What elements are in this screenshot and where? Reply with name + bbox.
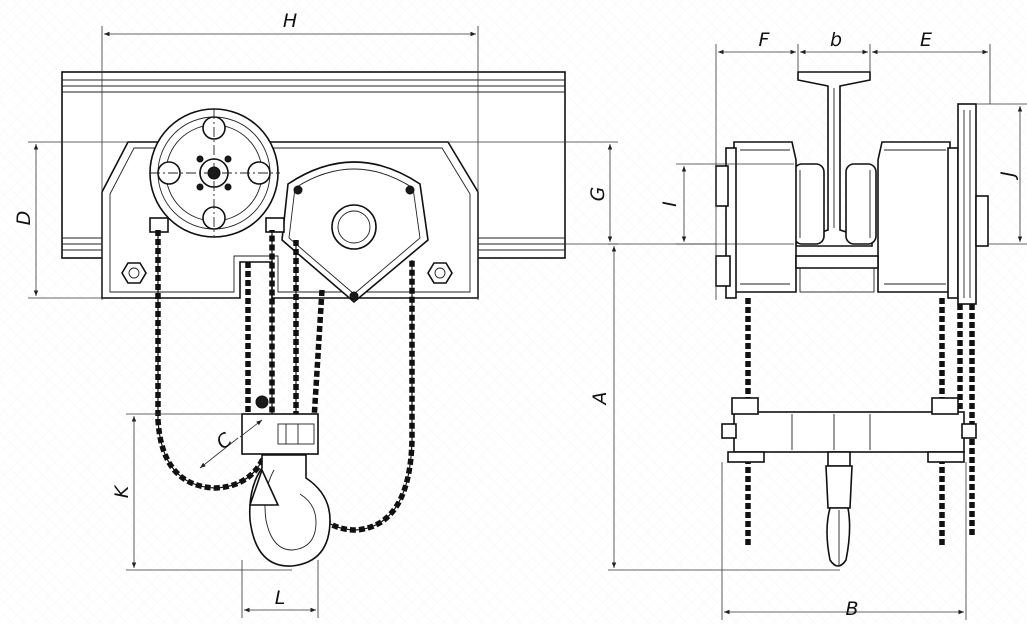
label-b-width: B (845, 598, 858, 620)
dim-a: A (589, 243, 840, 571)
side-plate-right (877, 141, 959, 299)
label-c: C (212, 428, 237, 454)
dim-b: B (721, 462, 967, 620)
load-chains-front (745, 298, 975, 548)
hoist-gearbox (281, 161, 429, 304)
label-g: G (587, 187, 609, 202)
dim-g: G (448, 141, 618, 245)
label-i: I (659, 201, 681, 207)
label-b: b (830, 29, 842, 51)
side-view: H D G C K (13, 10, 618, 618)
dim-j: J (976, 103, 1027, 245)
dim-top: F b E (715, 29, 991, 300)
hook (248, 454, 331, 567)
side-plate-left (715, 141, 797, 299)
label-d: D (13, 211, 35, 226)
bottom-block (241, 395, 319, 455)
label-a: A (589, 392, 611, 407)
bolt-right (427, 262, 453, 284)
label-l: L (275, 587, 286, 609)
hand-wheel-edge (957, 103, 989, 305)
chain-guide-left (149, 217, 169, 233)
label-k: K (111, 484, 133, 498)
cross-bar (795, 255, 879, 269)
dim-d: D (13, 141, 128, 299)
front-view: F b E I J A B (589, 29, 1027, 620)
bolt-left (121, 262, 147, 284)
wheel-left (793, 163, 825, 245)
bottom-block-front (721, 397, 977, 463)
dim-l: L (241, 560, 319, 618)
i-beam-section (795, 71, 873, 247)
label-e: E (920, 29, 932, 51)
wheel-right (845, 163, 877, 245)
label-f: F (759, 29, 771, 51)
dim-k: K (111, 413, 292, 571)
dim-h: H (101, 10, 479, 300)
label-h: H (283, 10, 297, 32)
label-j: J (997, 171, 1019, 181)
hook-front (825, 451, 853, 567)
chain-guide-right (265, 217, 285, 233)
